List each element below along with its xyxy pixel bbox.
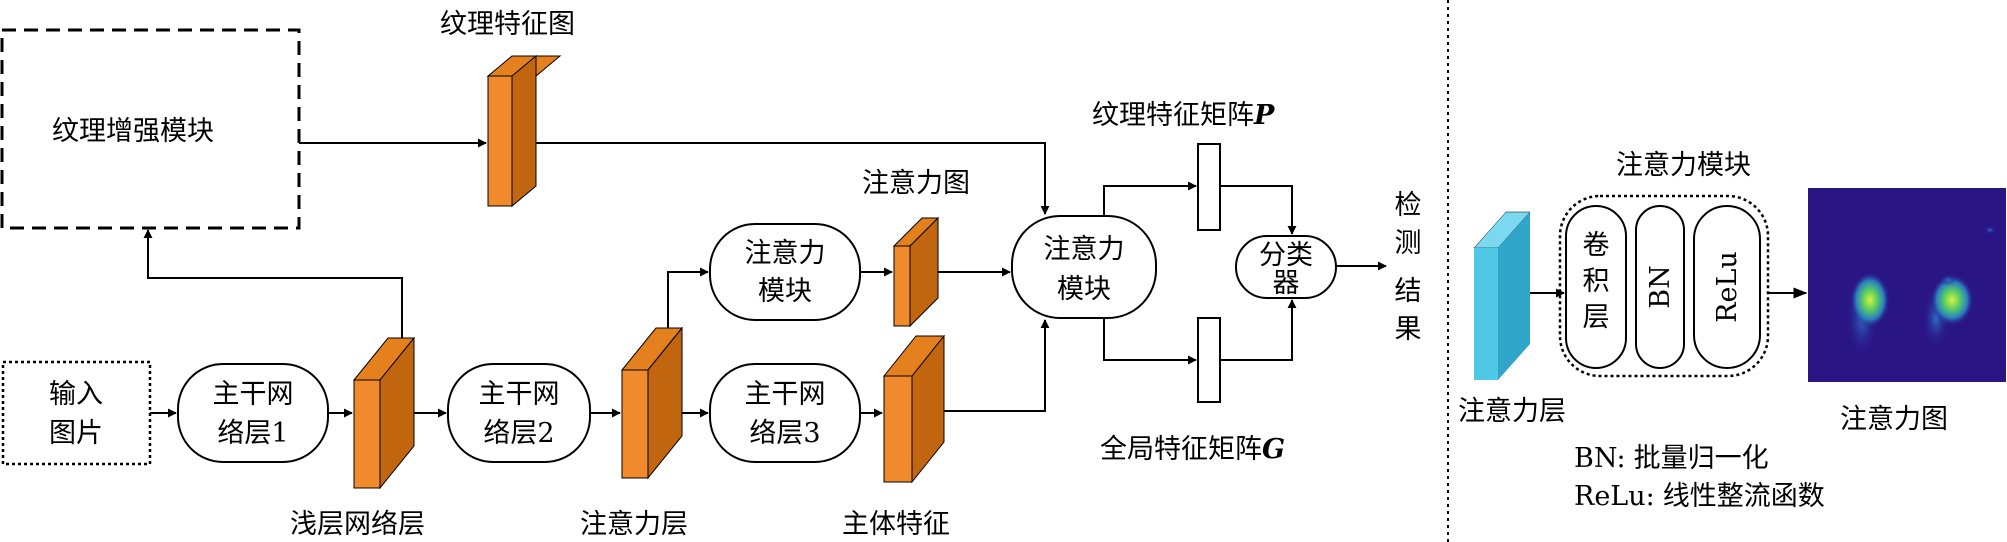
attention-module-main: 注意力 模块	[1011, 215, 1157, 319]
shallow-layer-label: 浅层网络层	[290, 509, 425, 540]
attention-module-small-line2: 模块	[758, 276, 812, 307]
relu-pill: ReLu	[1693, 205, 1761, 369]
classifier-line1: 分类	[1259, 240, 1313, 271]
attention-layer-block	[620, 326, 684, 480]
texture-feature-map-label: 纹理特征图	[440, 9, 575, 40]
svg-text:检: 检	[1395, 190, 1422, 221]
backbone-1-line2: 络层1	[217, 418, 288, 449]
right-attention-map-label: 注意力图	[1840, 404, 1948, 435]
attention-module-small-line1: 注意力	[745, 238, 826, 269]
global-matrix-label: 全局特征矩阵G	[1100, 434, 1285, 465]
cyan-attention-layer-block	[1473, 211, 1531, 380]
attention-map-label: 注意力图	[862, 168, 970, 199]
attention-module-main-line1: 注意力	[1044, 234, 1125, 265]
attention-module-small: 注意力 模块	[709, 223, 861, 321]
global-matrix-block	[1197, 317, 1221, 403]
legend-relu: ReLu:线性整流函数	[1574, 481, 1825, 512]
backbone-3-line2: 络层3	[749, 418, 820, 449]
texture-matrix-label: 纹理特征矩阵P	[1092, 100, 1275, 131]
texture-feature-map-block	[486, 54, 562, 208]
texture-enhancement-module: 纹理增强模块	[0, 28, 301, 230]
bn-pill: BN	[1635, 205, 1685, 369]
right-panel-title: 注意力模块	[1616, 150, 1751, 181]
svg-text:果: 果	[1395, 314, 1422, 345]
svg-text:卷: 卷	[1583, 230, 1610, 261]
main-feature-label: 主体特征	[842, 509, 950, 540]
legend: BN:批量归一化 ReLu:线性整流函数	[1574, 443, 1825, 512]
attention-module-container	[1558, 194, 1770, 378]
classifier-line2: 器	[1273, 268, 1300, 299]
shallow-layer-block	[352, 336, 416, 490]
attention-heatmap	[1808, 188, 2006, 382]
conv-layer-pill: 卷 积 层	[1565, 205, 1627, 369]
legend-bn: BN:批量归一化	[1574, 443, 1769, 474]
attention-module-main-line2: 模块	[1057, 274, 1111, 305]
svg-text:BN: BN	[1645, 265, 1676, 308]
backbone-3-line1: 主干网	[745, 379, 826, 410]
backbone-layer-1: 主干网 络层1	[177, 363, 329, 463]
backbone-layer-2: 主干网 络层2	[447, 363, 591, 463]
attention-layer-label: 注意力层	[580, 509, 688, 540]
svg-text:测: 测	[1395, 228, 1422, 259]
classifier: 分类 器	[1235, 235, 1337, 299]
backbone-1-line1: 主干网	[213, 379, 294, 410]
texture-matrix-block	[1197, 143, 1221, 231]
backbone-2-line2: 络层2	[483, 418, 554, 449]
connectors	[143, 138, 1387, 418]
backbone-layer-3: 主干网 络层3	[709, 363, 861, 463]
input-image-box: 输入 图片	[1, 360, 152, 466]
right-attention-layer-label: 注意力层	[1458, 396, 1566, 427]
main-feature-block	[882, 334, 946, 484]
svg-text:层: 层	[1583, 302, 1610, 333]
attention-map-block	[892, 216, 940, 328]
svg-text:积: 积	[1583, 266, 1610, 297]
texture-module-label: 纹理增强模块	[52, 116, 214, 147]
input-label-line1: 输入	[49, 379, 103, 410]
backbone-2-line1: 主干网	[479, 379, 560, 410]
detection-result-label: 检 测 结 果	[1395, 190, 1422, 345]
svg-text:结: 结	[1395, 276, 1422, 307]
svg-text:ReLu: ReLu	[1712, 251, 1743, 323]
input-label-line2: 图片	[49, 418, 103, 449]
